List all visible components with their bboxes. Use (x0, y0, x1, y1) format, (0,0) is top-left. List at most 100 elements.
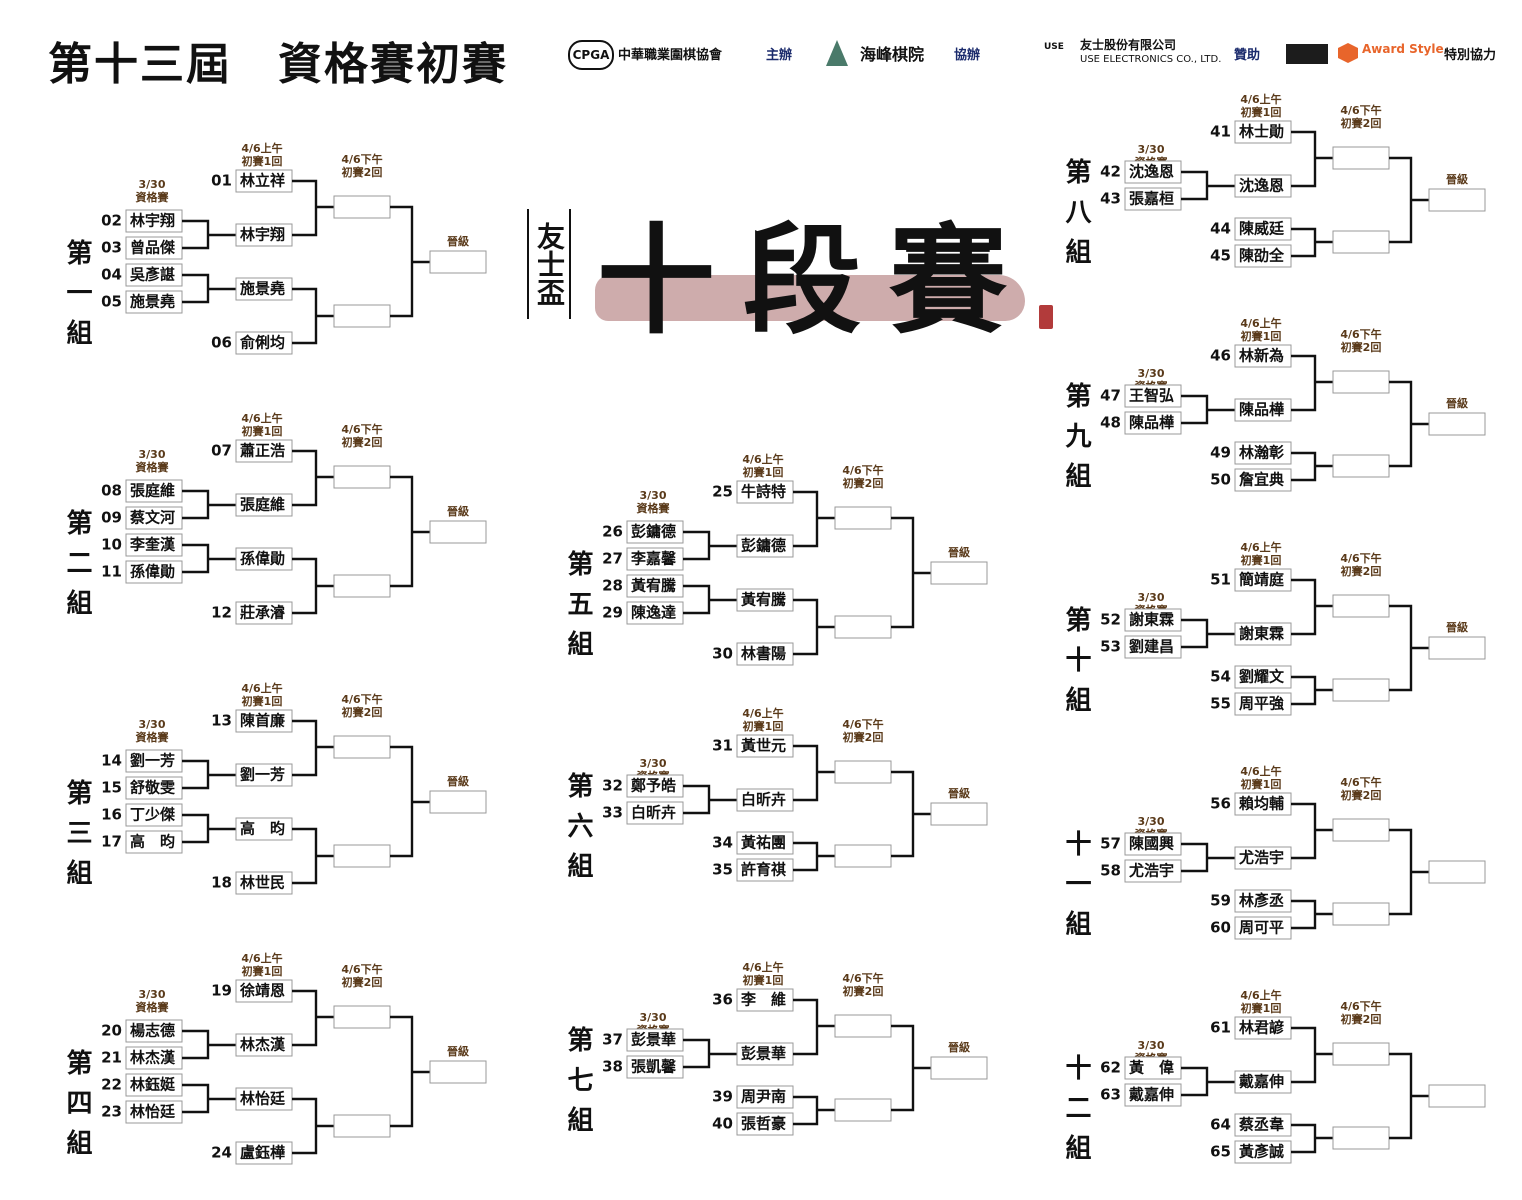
award-style-logo: Award Style (1362, 42, 1444, 56)
group-4-name: 第四組 (62, 1049, 92, 1169)
group-10-advance-box (1428, 636, 1486, 660)
group-10-r1-seed-seed-number: 51 (1210, 571, 1231, 589)
group-8-name: 第八組 (1061, 158, 1091, 278)
sponsor-name-en: USE ELECTRONICS CO., LTD. (1080, 54, 1222, 65)
group-11-qual-label-date: 3/30 (1138, 815, 1165, 828)
group-6-r2-slot-b (834, 844, 892, 868)
group-9-r2-line (1389, 380, 1413, 468)
group-3-advance-box (429, 790, 487, 814)
use-logo: USE (1044, 42, 1064, 52)
group-2-qual-label-date: 3/30 (139, 448, 166, 461)
cup-name: 友士盃 (527, 209, 571, 319)
group-7-r1-label-date: 4/6上午 (742, 960, 783, 974)
group-9-advance-box (1428, 412, 1486, 436)
group-5-r1-line-1 (793, 490, 819, 548)
group-7-r2-line (891, 1024, 915, 1112)
group-2-r1-label-round: 初賽1回 (242, 424, 283, 438)
group-3-qual-d-seed-number: 17 (101, 833, 122, 851)
group-4-r1-seed-seed-number: 19 (211, 982, 232, 1000)
group-1-qual-a-player-name: 林宇翔 (130, 212, 175, 230)
group-4-qual-d-player-name: 林怡廷 (130, 1103, 176, 1121)
group-11-qual-a-seed-number: 57 (1100, 835, 1121, 853)
group-7-r1-line-1 (793, 998, 819, 1056)
group-4-r1-line-1 (292, 989, 318, 1047)
cpga-logo: CPGA (568, 40, 614, 70)
group-8-qual-a-player-name: 沈逸恩 (1129, 163, 1174, 181)
group-3-r1-line-1 (292, 719, 318, 777)
group-11-qual-a-player-name: 陳國興 (1129, 835, 1174, 853)
group-9-r1-player-c-player-name: 林瀚彰 (1239, 444, 1284, 462)
group-9-qual-b-seed-number: 48 (1100, 414, 1121, 432)
group-5-r1-label-round: 初賽1回 (743, 465, 784, 479)
group-6-r1-seed-seed-number: 31 (712, 737, 733, 755)
group-6-name: 第六組 (563, 772, 593, 892)
group-2-r1-last-player-name: 莊承濬 (240, 604, 286, 622)
coorg-role: 協辦 (954, 48, 981, 63)
group-8-r1-player-c-player-name: 陳威廷 (1239, 220, 1285, 238)
group-1-r1-line-2 (292, 287, 318, 345)
group-8-r1-line-1 (1291, 130, 1317, 188)
group-4-r1-label-date: 4/6上午 (241, 951, 282, 965)
group-8-r1-seed-player-name: 林士勛 (1239, 123, 1284, 141)
group-7-r2-label-round: 初賽2回 (843, 984, 884, 998)
group-2-r2-slot-a (333, 465, 391, 489)
group-1-r1-line-1 (292, 179, 318, 237)
group-2-qual-b-player-name: 蔡文河 (129, 509, 175, 527)
group-3-qual-c-player-name: 丁少傑 (130, 806, 175, 824)
group-7-qual-b-seed-number: 38 (602, 1058, 623, 1076)
group-3-r2-label-round: 初賽2回 (342, 705, 383, 719)
group-9-r1-label-date: 4/6上午 (1240, 316, 1281, 330)
special-role: 特別協力 (1444, 48, 1497, 63)
group-11-r2-label-round: 初賽2回 (1341, 788, 1382, 802)
group-9-r1-player-d-player-name: 詹宜典 (1239, 471, 1284, 489)
group-1-qual-label-round: 資格賽 (136, 190, 170, 204)
group-5-r1-winner-b: 黃宥騰 (741, 591, 787, 609)
group-6-qual-b-player-name: 白昕卉 (631, 804, 676, 822)
group-8-qual-b-player-name: 張嘉桓 (1129, 190, 1174, 208)
group-2-advance-box (429, 520, 487, 544)
group-5-qual-d-player-name: 陳逸達 (631, 604, 676, 622)
group-8-r2-label-date: 4/6下午 (1340, 103, 1381, 117)
group-2-qual-line-2 (182, 543, 210, 574)
group-1-advance-box (429, 250, 487, 274)
group-1-r1-label-round: 初賽1回 (242, 154, 283, 168)
group-11-qual-b-seed-number: 58 (1100, 862, 1121, 880)
group-2-r1-line-2 (292, 557, 318, 615)
group-3-qual-label-round: 資格賽 (136, 730, 170, 744)
group-10-r1-label-round: 初賽1回 (1241, 553, 1282, 567)
group-2-r1-seed-seed-number: 07 (211, 442, 232, 460)
group-1-r2-slot-b (333, 304, 391, 328)
group-8-r1-player-d-seed-number: 45 (1210, 247, 1231, 265)
group-7-qual-a-seed-number: 37 (602, 1031, 623, 1049)
group-3-advance-label: 晉級 (447, 774, 469, 788)
group-3-r1-winner-b: 高 昀 (240, 820, 285, 838)
group-10-qual-line (1181, 618, 1209, 649)
group-8-advance-label: 晉級 (1446, 172, 1468, 186)
group-12-qual-b-seed-number: 63 (1100, 1086, 1121, 1104)
group-3-r1-last-player-name: 林世民 (240, 874, 285, 892)
group-2-qual-c-player-name: 李奎漢 (129, 536, 176, 554)
seal-stamp-icon (1039, 305, 1053, 329)
group-6-r1-player-c-seed-number: 34 (712, 834, 733, 852)
group-3-r1-label-date: 4/6上午 (241, 681, 282, 695)
group-10-r1-seed-player-name: 簡靖庭 (1239, 571, 1285, 589)
group-6-qual-a-seed-number: 32 (602, 777, 623, 795)
group-2-qual-b-seed-number: 09 (101, 509, 122, 527)
group-9-r2-slot-a (1332, 370, 1390, 394)
group-9-r1-seed-seed-number: 46 (1210, 347, 1231, 365)
coorg-name: 海峰棋院 (860, 45, 925, 64)
group-11-r2-slot-b (1332, 902, 1390, 926)
group-4-r2-label-date: 4/6下午 (341, 962, 382, 976)
group-11-r1-player-d-player-name: 周可平 (1239, 919, 1284, 937)
group-2-r1-label-date: 4/6上午 (241, 411, 282, 425)
group-4-qual-c-player-name: 林鈺娗 (130, 1076, 176, 1094)
group-5-r2-slot-a (834, 506, 892, 530)
group-5-qual-a-player-name: 彭鏞德 (631, 523, 676, 541)
group-11-advance-box (1428, 860, 1486, 884)
group-4-r1-seed-player-name: 徐靖恩 (239, 982, 285, 1000)
group-3-qual-d-player-name: 高 昀 (130, 833, 175, 851)
group-4-qual-line-1 (182, 1029, 210, 1060)
group-2-qual-a-player-name: 張庭維 (130, 482, 175, 500)
group-12-r1-player-c-player-name: 蔡丞韋 (1238, 1116, 1284, 1134)
